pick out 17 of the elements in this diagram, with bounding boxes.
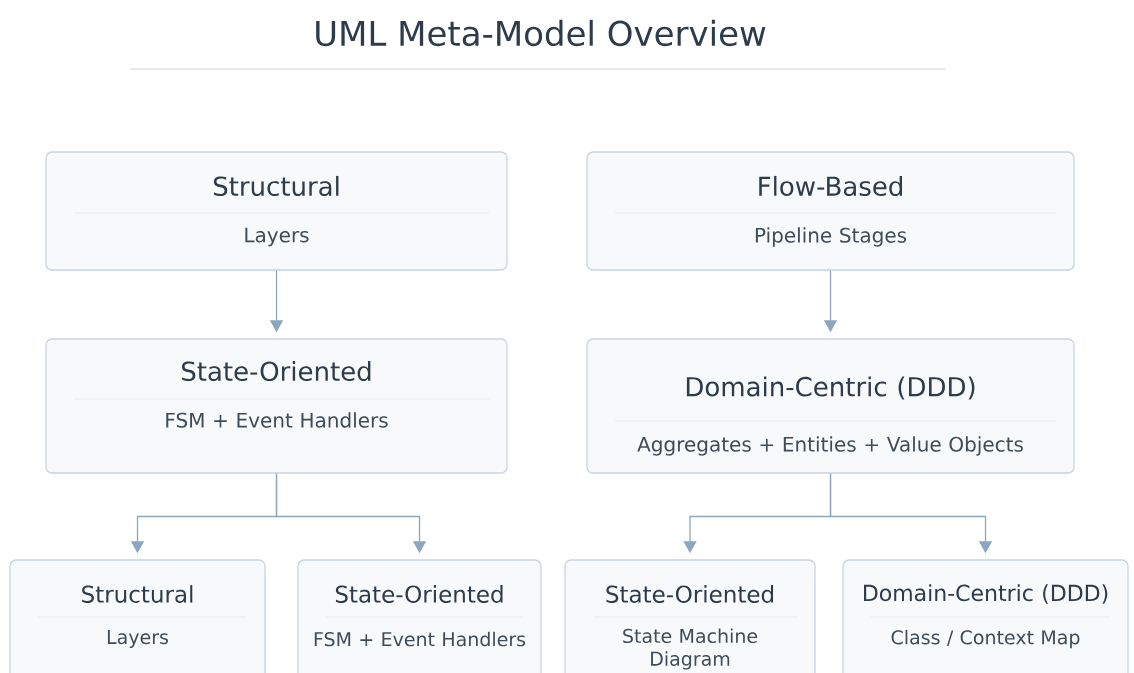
card-text: State Machine Diagram [623, 628, 758, 670]
card-heading: Flow-Based [759, 175, 902, 197]
card-text: Class / Context Map [891, 629, 1080, 649]
title: UML Meta-Model Overview [316, 19, 766, 47]
card-heading: Structural [213, 175, 339, 197]
card-text: Layers [245, 227, 309, 247]
card-heading: State-Oriented [182, 360, 371, 382]
card-heading: Domain-Centric (DDD) [864, 584, 1108, 604]
card-text: FSM + Event Handlers [166, 412, 388, 428]
card-text: FSM + Event Handlers [314, 631, 526, 647]
card-heading: Structural [82, 585, 193, 603]
card-heading: State-Oriented [606, 585, 774, 603]
card-text: Pipeline Stages [755, 227, 907, 247]
card-heading: Domain-Centric (DDD) [686, 376, 975, 400]
card-heading: State-Oriented [335, 585, 503, 603]
card-text: Layers [107, 630, 168, 648]
card-text: Aggregates + Entities + Value Objects [637, 436, 1023, 456]
